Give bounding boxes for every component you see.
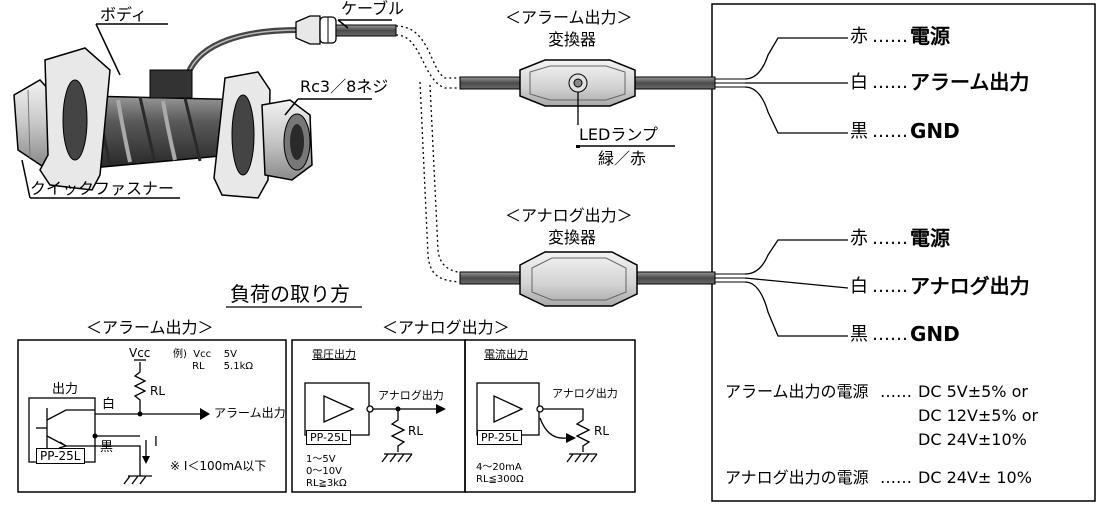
wire-signal: GND bbox=[910, 119, 960, 143]
alarm-black-label: 黒 bbox=[100, 440, 114, 455]
alarm-example: 例) Vcc 5V RL 5.1kΩ bbox=[173, 349, 253, 372]
current-spec: 4～20mA RL≦300Ω bbox=[476, 462, 524, 485]
wire-color: 白 bbox=[850, 276, 868, 297]
wire-color: 赤 bbox=[850, 26, 868, 47]
cable-plug bbox=[295, 15, 397, 45]
wire-color: 赤 bbox=[850, 228, 868, 249]
led-callout: LEDランプ bbox=[573, 125, 673, 145]
wire-signal: GND bbox=[910, 322, 960, 346]
voltage-spec: 1～5V 0～10V RL≧3kΩ bbox=[306, 454, 347, 489]
wire-color: 白 bbox=[850, 72, 868, 93]
led-title: LEDランプ bbox=[579, 125, 658, 144]
wire-color: 黒 bbox=[850, 324, 868, 345]
wire-signal: 電源 bbox=[910, 226, 950, 250]
body-label: ボディ bbox=[100, 5, 147, 24]
voltage-rl-label: RL bbox=[408, 424, 424, 438]
alarm-power-dots: …… bbox=[880, 382, 912, 401]
wire-signal: 電源 bbox=[910, 24, 950, 48]
analog-power-label: アナログ出力の電源 bbox=[725, 468, 869, 487]
led-colors: 緑／赤 bbox=[598, 149, 647, 168]
alarm-device-label: PP-25L bbox=[36, 448, 85, 464]
alarm-converter-subtitle: 変換器 bbox=[548, 30, 597, 49]
analog-converter-subtitle: 変換器 bbox=[548, 228, 597, 247]
wire-dots: …… bbox=[872, 276, 908, 297]
wire-signal: アナログ出力 bbox=[910, 274, 1030, 298]
analog-power-dots: …… bbox=[880, 468, 912, 487]
current-heading: 電流出力 bbox=[484, 348, 528, 361]
wire-signal: アラーム出力 bbox=[910, 70, 1030, 94]
wire-dots: …… bbox=[872, 121, 908, 142]
analog-converter bbox=[459, 251, 745, 307]
load-title: 負荷の取り方 bbox=[230, 282, 350, 306]
voltage-heading: 電圧出力 bbox=[312, 348, 356, 361]
fastener-label: クイックファスナー bbox=[30, 179, 175, 198]
current-rl-label: RL bbox=[594, 424, 610, 438]
spec-panel bbox=[711, 3, 1096, 502]
wire-dots: …… bbox=[872, 72, 908, 93]
analog-power-value: DC 24V± 10% bbox=[918, 468, 1032, 487]
thread-label: Rc3／8ネジ bbox=[300, 77, 389, 96]
cable-run bbox=[395, 25, 520, 283]
alarm-converter-title: ＜アラーム出力＞ bbox=[505, 8, 633, 27]
alarm-arrow-label: アラーム出力 bbox=[214, 406, 286, 420]
analog-converter-title: ＜アナログ出力＞ bbox=[505, 206, 633, 225]
vcc-label: Vcc bbox=[129, 346, 151, 360]
alarm-rl-label: RL bbox=[150, 384, 166, 398]
wire-fanouts bbox=[744, 37, 849, 337]
voltage-output-label: アナログ出力 bbox=[378, 389, 444, 402]
current-output-label: アナログ出力 bbox=[552, 387, 618, 400]
alarm-output-label: 出力 bbox=[52, 382, 79, 397]
alarm-power-value-2: DC 12V±5% or bbox=[918, 406, 1039, 425]
callout-leaders bbox=[21, 19, 392, 199]
wire-dots: …… bbox=[872, 228, 908, 249]
alarm-load-heading: ＜アラーム出力＞ bbox=[86, 318, 214, 337]
led-underline bbox=[580, 145, 675, 147]
cable-label: ケーブル bbox=[341, 0, 405, 18]
alarm-white-label: 白 bbox=[102, 397, 116, 412]
current-device-label: PP-25L bbox=[477, 430, 523, 445]
analog-load-heading: ＜アナログ出力＞ bbox=[382, 318, 510, 337]
alarm-converter bbox=[459, 59, 745, 107]
sensor-illustration bbox=[13, 27, 313, 199]
alarm-power-value-1: DC 5V±5% or bbox=[918, 382, 1028, 401]
alarm-power-label: アラーム出力の電源 bbox=[725, 382, 869, 401]
voltage-device-label: PP-25L bbox=[306, 430, 352, 445]
wire-color: 黒 bbox=[850, 121, 868, 142]
alarm-note: ※ I＜100mA以下 bbox=[170, 459, 267, 473]
wire-dots: …… bbox=[872, 26, 908, 47]
wire-dots: …… bbox=[872, 324, 908, 345]
alarm-current-label: I bbox=[154, 435, 158, 450]
alarm-power-value-3: DC 24V±10% bbox=[918, 430, 1027, 449]
